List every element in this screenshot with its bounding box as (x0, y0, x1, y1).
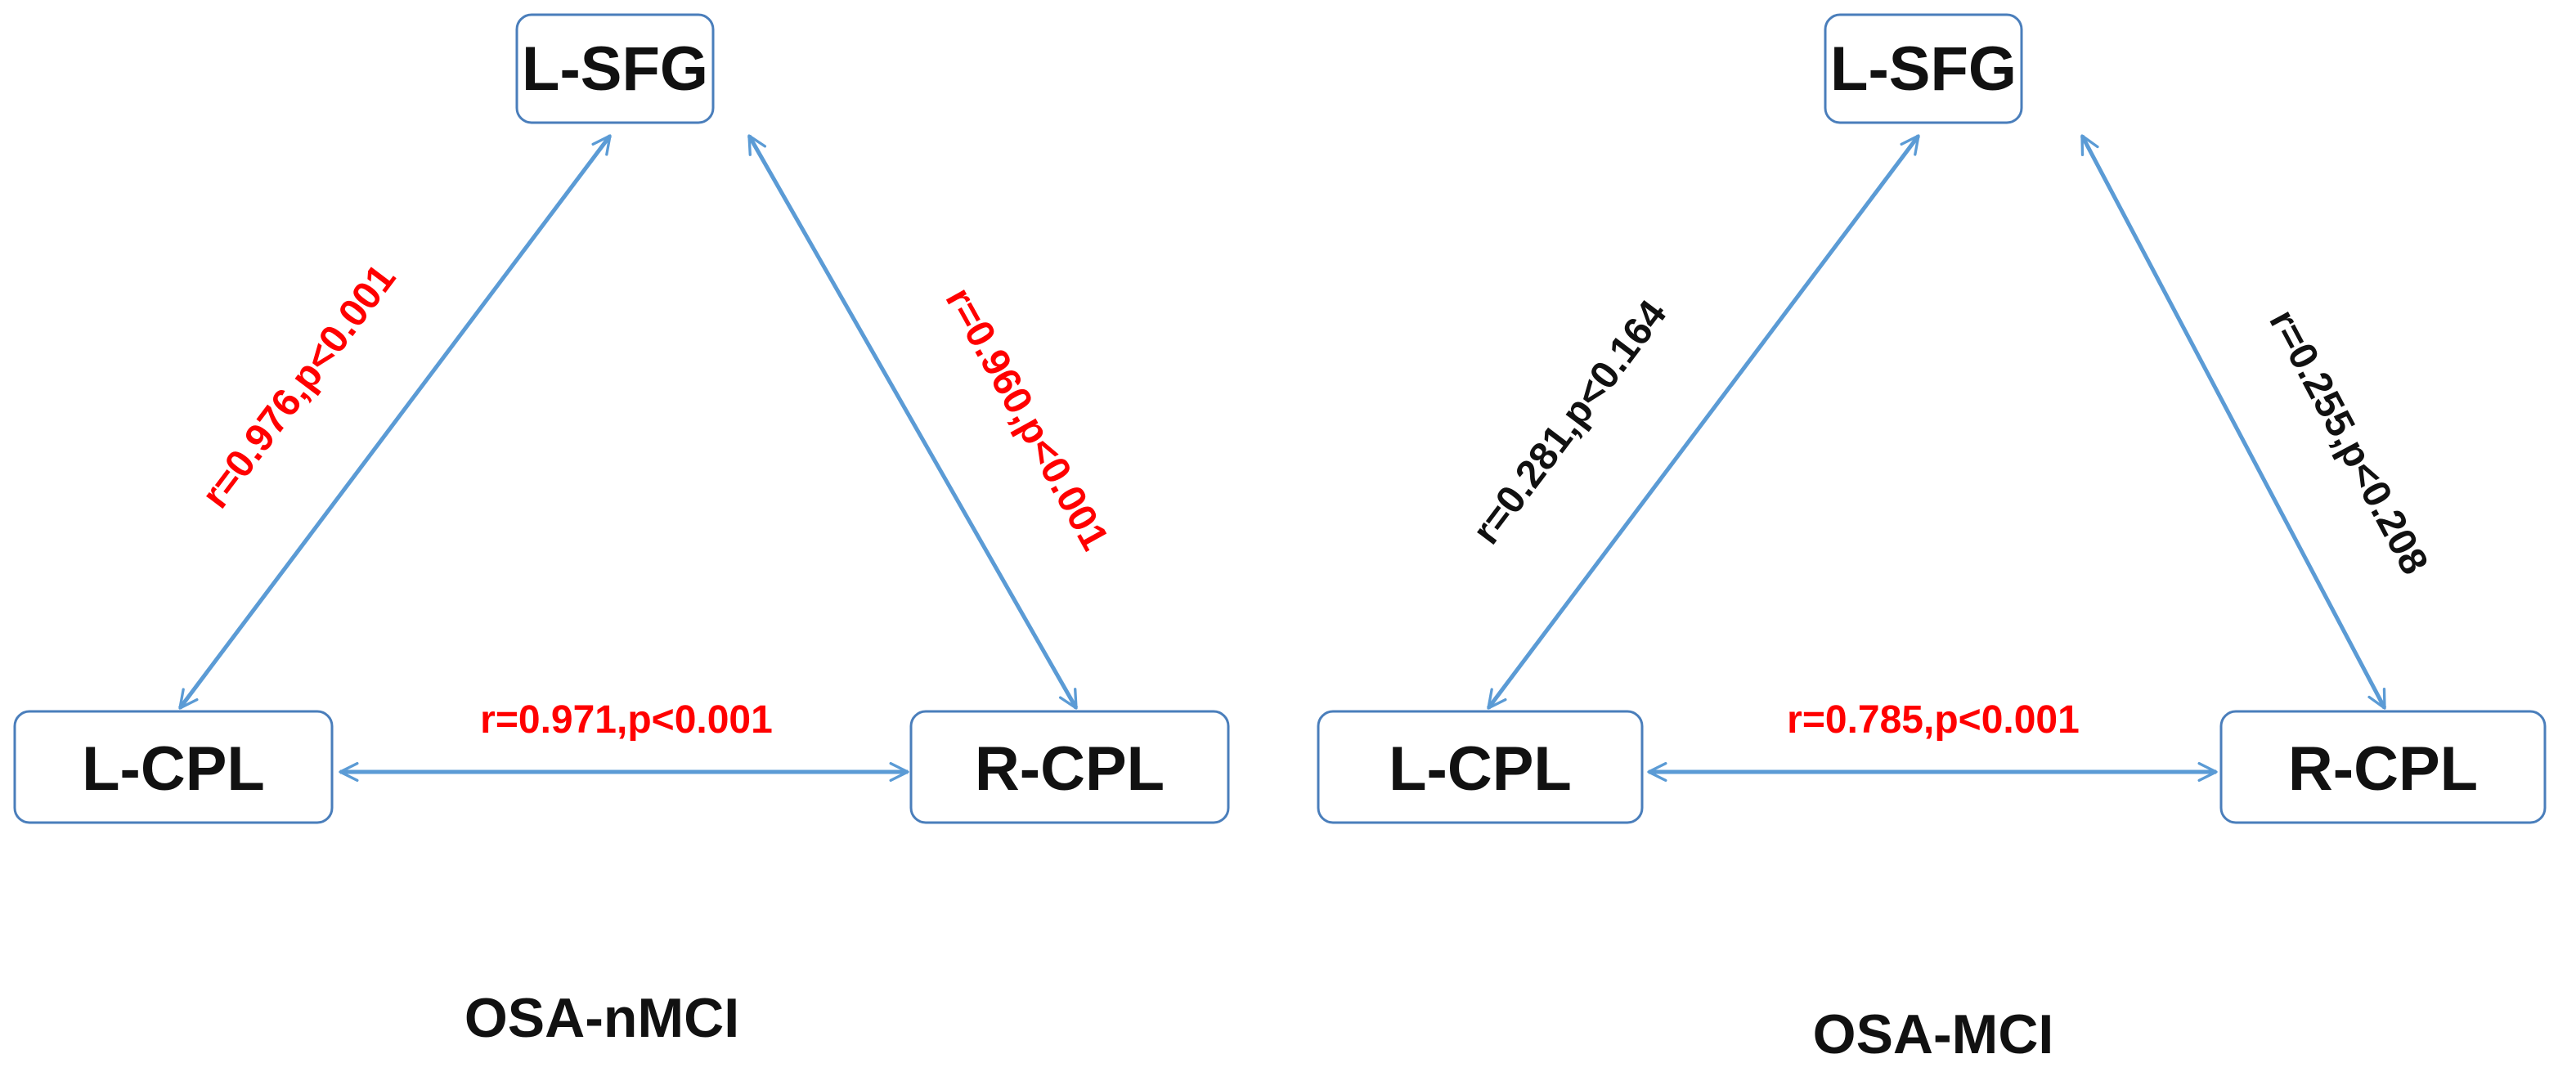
panel-title: OSA-MCI (1813, 1003, 2054, 1065)
edge-label-top-left: r=0.281,p<0.164 (1465, 293, 1676, 553)
node-label: L-CPL (82, 734, 265, 804)
panel-osa-mci: r=0.281,p<0.164 r=0.255,p<0.208 r=0.785,… (1317, 13, 2547, 1065)
node-r-cpl: R-CPL (909, 710, 1230, 824)
node-l-sfg: L-SFG (1824, 13, 2023, 124)
edge-label-top-left: r=0.976,p<0.001 (194, 257, 405, 517)
edge-label-top-right: r=0.255,p<0.208 (2260, 303, 2436, 581)
node-l-sfg: L-SFG (515, 13, 715, 124)
node-label: R-CPL (2288, 734, 2478, 804)
node-label: L-CPL (1389, 734, 1572, 804)
node-r-cpl: R-CPL (2219, 710, 2547, 824)
node-label: L-SFG (1830, 34, 2017, 104)
edge-arrow-top-left (178, 134, 612, 710)
node-label: R-CPL (975, 734, 1165, 804)
edge-arrow-top-left (1487, 134, 1920, 710)
panel-osa-nmci: r=0.976,p<0.001 r=0.960,p<0.001 r=0.971,… (13, 13, 1230, 1049)
node-l-cpl: L-CPL (13, 710, 334, 824)
edge-arrow-top-right (2080, 134, 2387, 710)
edge-arrow-top-right (747, 134, 1079, 710)
panel-title: OSA-nMCI (464, 987, 739, 1049)
edge-label-top-right: r=0.960,p<0.001 (937, 280, 1117, 557)
edge-label-left-right: r=0.785,p<0.001 (1787, 698, 2080, 742)
edge-label-left-right: r=0.971,p<0.001 (480, 698, 773, 742)
node-label: L-SFG (522, 34, 708, 104)
node-l-cpl: L-CPL (1317, 710, 1644, 824)
